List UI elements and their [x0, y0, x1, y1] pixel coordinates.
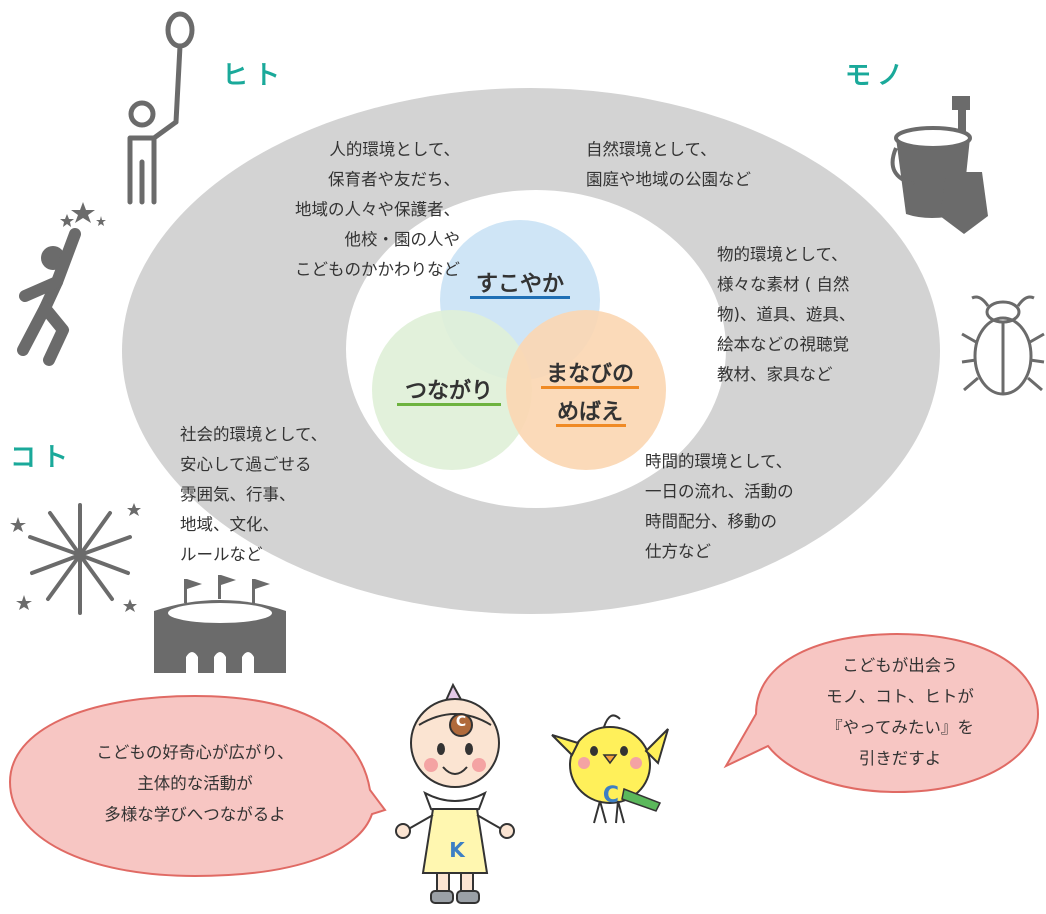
chick-letter: C: [602, 783, 620, 808]
physical-environment-text: 物的環境として、 様々な素材 ( 自然 物)、道具、遊具、 絵本などの視聴覚 教…: [717, 245, 856, 384]
tsunagari-circle: [372, 310, 532, 470]
beetle-icon: [961, 295, 1045, 396]
bucket-shovel-icon: [890, 96, 988, 234]
boy-shirt-letter: K: [449, 838, 465, 862]
boy-mascot: [395, 682, 515, 904]
sukoyaka-underline: [470, 296, 570, 299]
tsunagari-label: つながり: [404, 379, 493, 404]
social-environment-text: 社会的環境として、 安心して過ごせる 雰囲気、行事、 地域、文化、 ルールなど: [180, 425, 328, 564]
natural-environment-text: 自然環境として、 園庭や地域の公園など: [586, 140, 751, 189]
boy-hat-letter: C: [455, 714, 467, 730]
right-bubble-text: こどもが出会う モノ、コト、ヒトが 『やってみたい』を 引きだすよ: [826, 656, 974, 768]
chick-mascot: [551, 714, 669, 824]
time-environment-text: 時間的環境として、 一日の流れ、活動の 時間配分、移動の 仕方など: [645, 452, 794, 561]
right-speech-bubble: [723, 632, 1040, 794]
sukoyaka-label: すこやか: [475, 272, 564, 297]
human-environment-text: 人的環境として、 保育者や友だち、 地域の人々や保護者、 他校・園の人や こども…: [295, 140, 460, 279]
manabi-underline-1: [541, 386, 639, 389]
left-bubble-text: こどもの好奇心が広がり、 主体的な活動が 多様な学びへつながるよ: [96, 743, 294, 824]
category-mono: モノ: [845, 61, 910, 91]
balloon-person-icon: [127, 11, 195, 205]
manabi-underline-2: [556, 424, 626, 427]
tsunagari-underline: [397, 403, 501, 406]
category-hito: ヒト: [222, 61, 287, 91]
manabi-circle: [506, 310, 666, 470]
manabi-label-line1: まなびの: [545, 362, 634, 387]
stadium-icon: [154, 575, 286, 673]
manabi-label-line2: めばえ: [556, 400, 623, 425]
category-koto: コト: [10, 443, 75, 473]
fireworks-icon: [10, 503, 141, 615]
left-speech-bubble: [8, 694, 387, 878]
jumping-person-icon: [17, 202, 106, 366]
